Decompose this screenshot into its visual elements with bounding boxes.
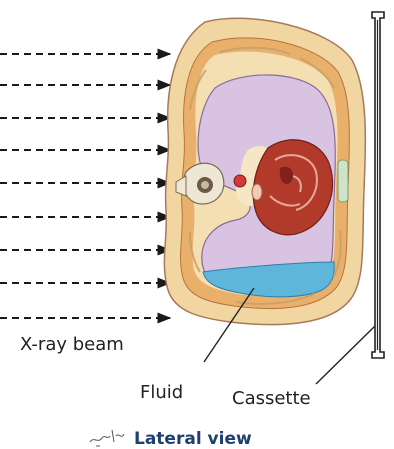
esophagus (252, 184, 262, 200)
thorax-cross-section (164, 18, 365, 324)
xray-beam-arrows (0, 54, 170, 318)
fluid-label: Fluid (140, 382, 183, 403)
artist-signature (90, 430, 124, 446)
cassette-leader-line (316, 326, 375, 384)
cassette (372, 12, 384, 358)
cassette-label: Cassette (232, 388, 311, 409)
sternum (338, 160, 348, 202)
xray-beam-label: X-ray beam (20, 334, 124, 355)
aorta (234, 175, 246, 187)
caption-label: Lateral view (134, 429, 252, 449)
